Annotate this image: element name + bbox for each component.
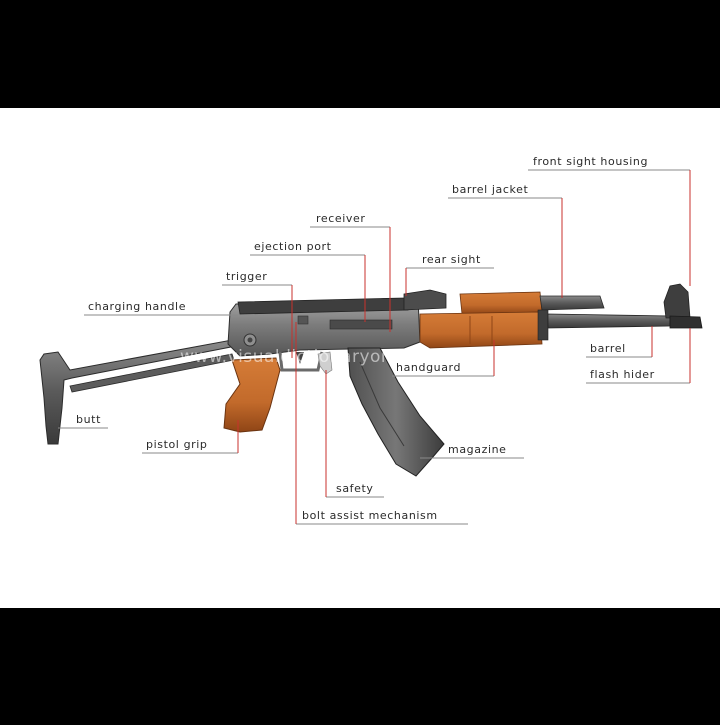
callout-bolt-assist-mechanism: bolt assist mechanism [295, 322, 468, 525]
label-pistol-grip: pistol grip [146, 438, 208, 451]
label-receiver: receiver [316, 212, 366, 225]
rifle-illustration [39, 283, 703, 477]
label-trigger: trigger [226, 270, 267, 283]
callout-charging-handle: charging handle [84, 300, 238, 316]
lower-handguard-wood [419, 311, 543, 349]
gas-tube [539, 295, 605, 311]
butt-stock [39, 339, 237, 445]
callout-barrel: barrel [586, 326, 653, 358]
callout-rear-sight: rear sight [405, 253, 494, 296]
label-rear-sight: rear sight [422, 253, 481, 266]
callout-magazine: magazine [420, 443, 524, 459]
label-safety: safety [336, 482, 374, 495]
diagram-panel: www.visualdictionaryonline.com front sig… [0, 108, 720, 608]
bottom-black-band [0, 608, 720, 725]
handguard-retainer [537, 309, 549, 341]
callout-pistol-grip: pistol grip [142, 420, 239, 454]
callout-front-sight-housing: front sight housing [528, 155, 691, 286]
callout-barrel-jacket: barrel jacket [448, 183, 563, 298]
label-flash-hider: flash hider [590, 368, 655, 381]
label-handguard: handguard [396, 361, 461, 374]
upper-handguard-wood [459, 291, 543, 315]
callout-trigger: trigger [222, 270, 293, 358]
label-front-sight-housing: front sight housing [533, 155, 648, 168]
label-butt: butt [76, 413, 101, 426]
rivet [247, 337, 253, 343]
rifle-diagram: www.visualdictionaryonline.com front sig… [39, 155, 703, 525]
watermark: www.visualdictionaryonline.com [180, 347, 469, 367]
label-ejection-port: ejection port [254, 240, 332, 253]
callout-handguard: handguard [392, 340, 495, 377]
pistol-grip-wood [223, 357, 281, 433]
rivet [297, 315, 309, 325]
callout-safety: safety [325, 370, 384, 498]
trigger-blade [296, 352, 304, 364]
label-barrel-jacket: barrel jacket [452, 183, 528, 196]
callout-flash-hider: flash hider [586, 328, 691, 384]
top-black-band [0, 0, 720, 108]
label-charging-handle: charging handle [88, 300, 186, 313]
label-bolt-assist-mechanism: bolt assist mechanism [302, 509, 438, 522]
safety-lever [317, 351, 333, 375]
callout-ejection-port: ejection port [250, 240, 366, 322]
magazine-rib [359, 361, 405, 447]
flash-hider-metal [669, 315, 703, 329]
ejection-port [329, 319, 393, 330]
rear-sight-block [403, 289, 447, 311]
barrel-metal [547, 313, 671, 329]
callout-receiver: receiver [310, 212, 391, 332]
label-barrel: barrel [590, 342, 626, 355]
callout-butt: butt [58, 413, 108, 429]
front-sight-housing-metal [663, 283, 691, 319]
label-magazine: magazine [448, 443, 507, 456]
